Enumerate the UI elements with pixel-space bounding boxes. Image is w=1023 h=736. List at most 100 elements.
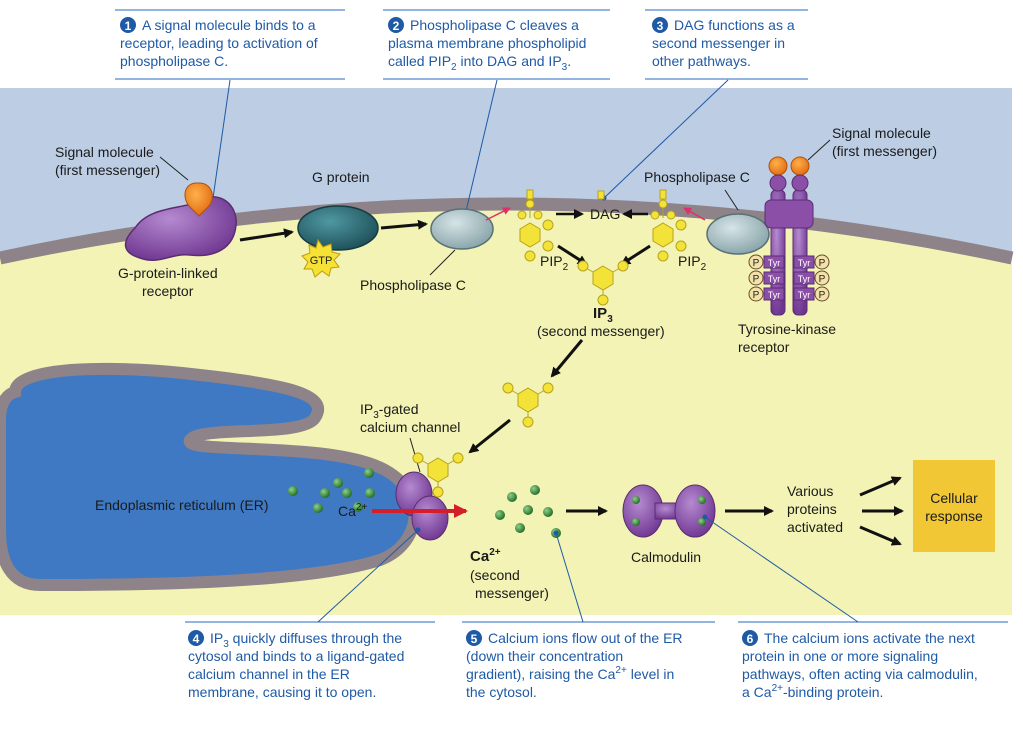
calmodulin xyxy=(622,484,716,538)
p-label-r1: P xyxy=(819,258,826,269)
step-2-caption: 2 Phospholipase C cleaves a plasma membr… xyxy=(388,17,586,73)
ip3-label: IP3 xyxy=(593,305,613,325)
step-6-number: 6 xyxy=(747,632,754,646)
callout-line-5 xyxy=(555,532,584,623)
calcium-channel-label: calcium channel xyxy=(360,419,460,435)
various-label-2: proteins xyxy=(787,501,837,517)
gpl-receptor-label-2: receptor xyxy=(142,283,194,299)
step-6-line-4: a Ca2+-binding protein. xyxy=(742,683,883,700)
step-4-line-1: IP3 quickly diffuses through the xyxy=(210,630,402,650)
step-2-number: 2 xyxy=(393,19,400,33)
tyr-label-r1: Tyr xyxy=(798,258,811,268)
phosphate-r3 xyxy=(814,286,830,302)
callout-line-6 xyxy=(704,516,859,623)
arrow-response-down xyxy=(859,525,902,546)
phospholipase-c-left xyxy=(430,208,494,250)
step-4-line-4: membrane, causing it to open. xyxy=(188,684,376,700)
step-3-line-2: second messenger in xyxy=(652,35,785,51)
callout-line-2 xyxy=(461,79,498,229)
phosphate-r1 xyxy=(814,254,830,270)
arrow-ip3-down xyxy=(550,339,584,378)
step-5-caption: 5 Calcium ions flow out of the ER (down … xyxy=(466,630,683,700)
step-5-badge xyxy=(466,630,482,646)
pip2-right-molecule xyxy=(650,189,687,262)
ca-second-messenger-label: Ca2+ xyxy=(470,547,501,565)
signal-right-leader xyxy=(807,139,831,161)
step-1-number: 1 xyxy=(125,19,132,33)
tyr-label-r2: Tyr xyxy=(798,274,811,284)
phospholipase-c-right-label: Phospholipase C xyxy=(644,169,750,185)
step-1-line-2: receptor, leading to activation of xyxy=(120,35,318,51)
step-5-line-4: the cytosol. xyxy=(466,684,537,700)
signal-molecule-left-label-1: Signal molecule xyxy=(55,144,154,160)
ip3-second-messenger-label: (second messenger) xyxy=(537,323,665,339)
pip2-left-molecule xyxy=(517,189,554,262)
gtp-burst xyxy=(301,238,341,278)
callout-line-3 xyxy=(603,79,729,199)
p-label-l3: P xyxy=(753,290,760,301)
signal-molecule-right-label-2: (first messenger) xyxy=(832,143,937,159)
p-label-l2: P xyxy=(753,274,760,285)
g-protein-label: G protein xyxy=(312,169,370,185)
signal-left-leader xyxy=(159,156,189,181)
step-4-badge xyxy=(188,630,204,646)
tk-receptor-label-1: Tyrosine-kinase xyxy=(738,321,836,337)
cellular-response-box xyxy=(913,460,995,552)
cellular-response-label-1: Cellular xyxy=(930,490,978,506)
tk-receptor-label-2: receptor xyxy=(738,339,790,355)
step-4-number: 4 xyxy=(193,632,200,646)
callout-dot-6 xyxy=(702,514,708,520)
calmodulin-label: Calmodulin xyxy=(631,549,701,565)
step-2-line-3: called PIP2 into DAG and IP3. xyxy=(388,53,571,73)
gpl-receptor-label-1: G-protein-linked xyxy=(118,265,218,281)
p-label-r3: P xyxy=(819,290,826,301)
arrow-receptor-to-gprotein xyxy=(239,228,294,242)
step-5-line-3: gradient), raising the Ca2+ level in xyxy=(466,665,674,682)
pip2-right-label: PIP2 xyxy=(678,253,707,273)
tyr-label-r3: Tyr xyxy=(798,290,811,300)
p-label-l1: P xyxy=(753,258,760,269)
step-4-line-3: calcium channel in the ER xyxy=(188,666,350,682)
step-1-caption: 1 A signal molecule binds to a receptor,… xyxy=(120,17,318,69)
step-4-line-2: cytosol and binds to a ligand-gated xyxy=(188,648,404,664)
tyr-label-l2: Tyr xyxy=(768,274,781,284)
signal-molecule-left-label-2: (first messenger) xyxy=(55,162,160,178)
arrow-ip3-to-channel xyxy=(468,418,511,454)
plc-right-leader xyxy=(724,189,739,211)
step-2-line-2: plasma membrane phospholipid xyxy=(388,35,586,51)
step-6-caption: 6 The calcium ions activate the next pro… xyxy=(742,630,978,700)
step-2-badge xyxy=(388,17,404,33)
pip2-left-label: PIP2 xyxy=(540,253,569,273)
receptor-binding-site-a xyxy=(769,174,787,192)
signal-molecule-right-a xyxy=(768,156,788,176)
phosphate-l3 xyxy=(748,286,764,302)
tyr-label-l3: Tyr xyxy=(768,290,781,300)
phospholipase-c-right xyxy=(706,213,770,255)
ip3-gated-label: IP3-gated xyxy=(360,401,419,421)
tyr-label-l1: Tyr xyxy=(768,258,781,268)
ca-in-er-label: Ca2+ xyxy=(338,502,367,519)
step-3-line-3: other pathways. xyxy=(652,53,751,69)
signal-molecule-right-b xyxy=(790,156,810,176)
callout-dot-4 xyxy=(415,527,421,533)
step-3-line-1: DAG functions as a xyxy=(674,17,795,33)
phospholipase-c-left-label: Phospholipase C xyxy=(360,277,466,293)
dag-label: DAG xyxy=(590,206,620,222)
step-1-badge xyxy=(120,17,136,33)
er-label: Endoplasmic reticulum (ER) xyxy=(95,497,269,513)
various-label-1: Various xyxy=(787,483,833,499)
step-3-caption: 3 DAG functions as a second messenger in… xyxy=(652,17,795,69)
cleave-arrow-left xyxy=(485,207,511,221)
signal-molecule-left xyxy=(184,182,213,217)
gtp-label: GTP xyxy=(310,255,333,267)
cleave-arrow-right xyxy=(683,207,706,221)
callout-dot-5 xyxy=(553,530,559,536)
phosphate-l2 xyxy=(748,270,764,286)
step-5-number: 5 xyxy=(471,632,478,646)
cellular-response-label-2: response xyxy=(925,508,983,524)
arrow-pip-right-to-ip3 xyxy=(620,244,651,266)
ip3-gated-calcium-channel xyxy=(395,471,449,541)
step-5-line-2: (down their concentration xyxy=(466,648,623,664)
various-label-3: activated xyxy=(787,519,843,535)
step-6-badge xyxy=(742,630,758,646)
